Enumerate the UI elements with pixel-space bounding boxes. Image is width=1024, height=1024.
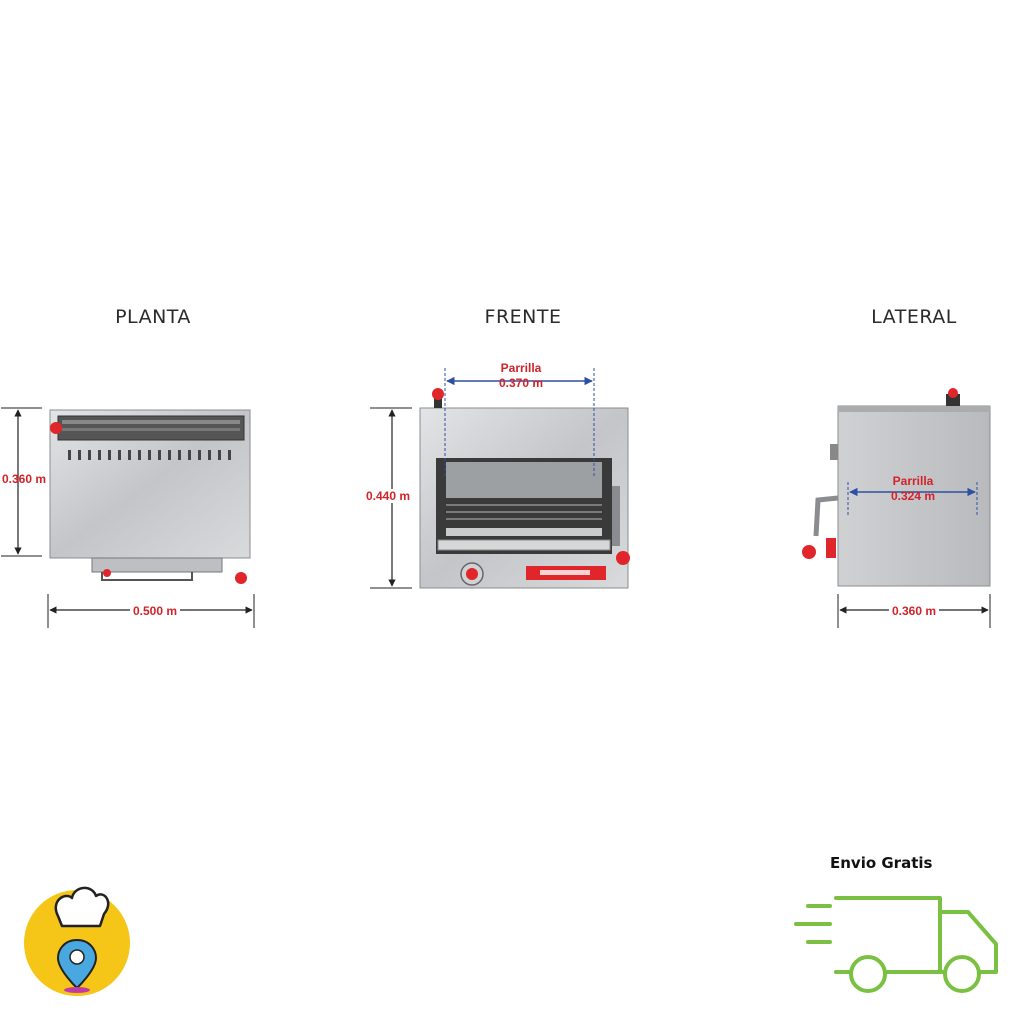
planta-view: [1, 407, 255, 628]
frente-grill-width-label: 0.370 m: [498, 376, 544, 390]
frente-title: FRENTE: [484, 306, 562, 328]
planta-knob-icon: [50, 422, 62, 434]
frente-view: [370, 368, 630, 589]
lateral-depth-label: 0.360 m: [888, 604, 940, 618]
lateral-view: [802, 388, 991, 628]
planta-width-label: 0.500 m: [129, 604, 181, 618]
lateral-title: LATERAL: [871, 306, 957, 328]
frente-control-knob-icon: [466, 568, 478, 580]
free-shipping-label: Envio Gratis: [830, 854, 933, 872]
chef-hat-location-pin-icon: [24, 886, 130, 996]
delivery-truck-icon: [794, 896, 998, 993]
planta-title: PLANTA: [115, 306, 191, 328]
lateral-grill-label: Parrilla: [892, 474, 934, 488]
lateral-grill-width-label: 0.324 m: [890, 489, 936, 503]
frente-grill-label: Parrilla: [500, 361, 542, 375]
planta-height-label: 0.360 m: [1, 472, 47, 486]
frente-height-label: 0.440 m: [365, 489, 411, 503]
